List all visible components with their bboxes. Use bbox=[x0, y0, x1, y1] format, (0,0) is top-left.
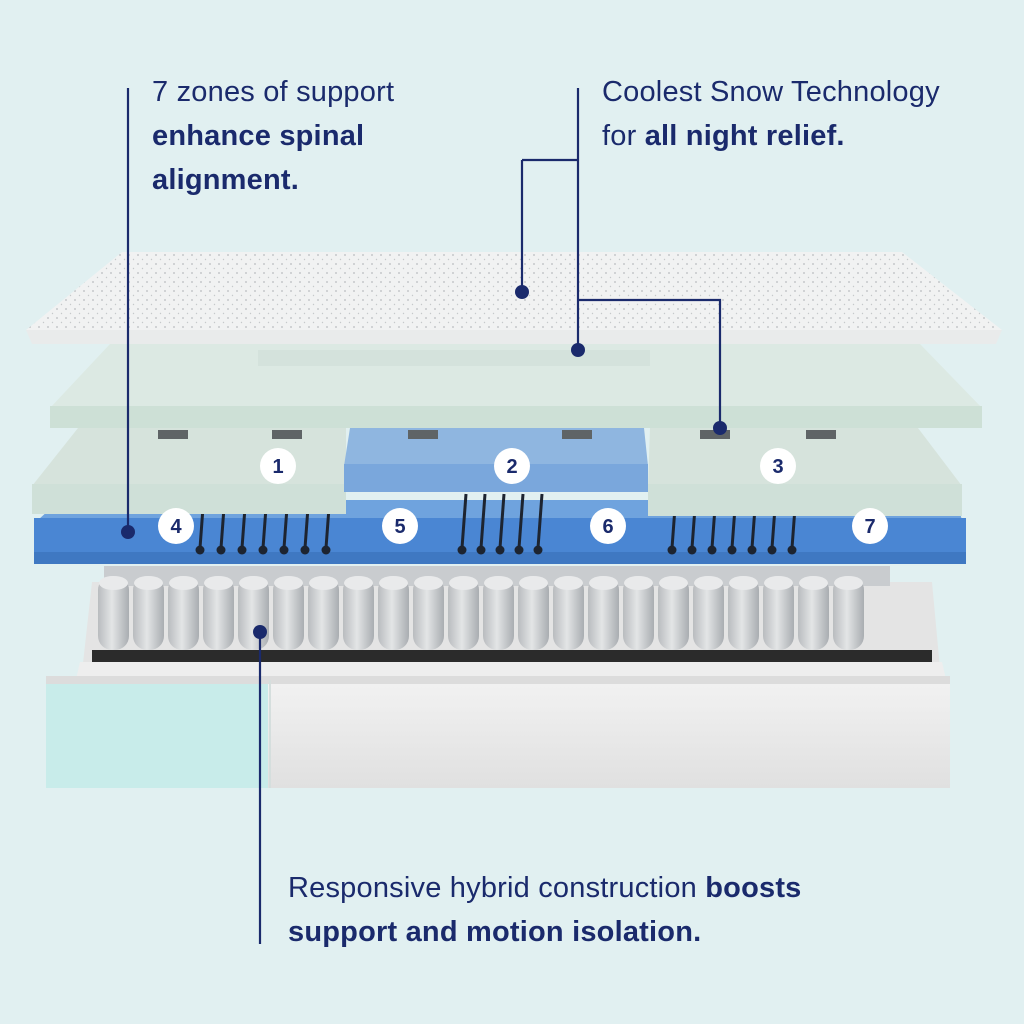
support-pin bbox=[495, 493, 506, 555]
zone-number: 5 bbox=[394, 516, 405, 538]
coil bbox=[378, 576, 409, 650]
coils-dot bbox=[253, 625, 267, 639]
cooling-callout-bold: all night relief. bbox=[644, 120, 845, 152]
zone-badge-1: 1 bbox=[260, 448, 296, 484]
hybrid-callout-bold2: support and motion isolation. bbox=[288, 916, 702, 948]
support-pin bbox=[476, 493, 487, 555]
coil bbox=[833, 576, 864, 650]
cooling-callout: Coolest Snow Technology for all night re… bbox=[602, 70, 1002, 158]
coil bbox=[98, 576, 129, 650]
zones-dot bbox=[121, 525, 135, 539]
coil bbox=[238, 576, 269, 650]
base-side-knit bbox=[268, 680, 950, 788]
coil bbox=[413, 576, 444, 650]
coil bbox=[483, 576, 514, 650]
cooling-callout-line1: Coolest Snow Technology bbox=[602, 76, 940, 108]
zone-number: 3 bbox=[772, 456, 783, 478]
support-pin bbox=[457, 493, 468, 555]
coil bbox=[763, 576, 794, 650]
base-side-gel bbox=[46, 680, 272, 788]
zone-number: 1 bbox=[272, 456, 283, 478]
coil bbox=[448, 576, 479, 650]
cooling-callout-prefix: for bbox=[602, 120, 645, 152]
coil bbox=[728, 576, 759, 650]
zones-callout-bold2: alignment. bbox=[152, 164, 300, 196]
zone-badge-2: 2 bbox=[494, 448, 530, 484]
zone-number: 4 bbox=[170, 516, 182, 538]
coil bbox=[308, 576, 339, 650]
coil bbox=[623, 576, 654, 650]
support-pin bbox=[533, 493, 544, 555]
zoned-dot bbox=[713, 421, 727, 435]
hybrid-callout: Responsive hybrid construction boosts su… bbox=[288, 866, 928, 954]
zones-callout-bold1: enhance spinal bbox=[152, 120, 365, 152]
comfort-dot bbox=[571, 343, 585, 357]
coil bbox=[133, 576, 164, 650]
coil bbox=[203, 576, 234, 650]
coil bbox=[798, 576, 829, 650]
zone-number: 6 bbox=[602, 516, 613, 538]
zone-badge-6: 6 bbox=[590, 508, 626, 544]
callout-dots bbox=[121, 285, 727, 639]
zone-badge-3: 3 bbox=[760, 448, 796, 484]
cover-dot bbox=[515, 285, 529, 299]
zone-number: 2 bbox=[506, 456, 517, 478]
coil bbox=[343, 576, 374, 650]
foam-leader-line bbox=[578, 298, 722, 430]
zone-number: 7 bbox=[864, 516, 875, 538]
coil bbox=[588, 576, 619, 650]
coil bbox=[273, 576, 304, 650]
zone-badge-4: 4 bbox=[158, 508, 194, 544]
comfort-foam-layer bbox=[50, 344, 982, 428]
zone-badges: 1 2 3 4 5 6 7 bbox=[158, 448, 888, 544]
coil bbox=[553, 576, 584, 650]
hybrid-callout-prefix: Responsive hybrid construction bbox=[288, 872, 706, 904]
support-pins bbox=[195, 493, 798, 555]
cover-layer bbox=[26, 252, 1002, 344]
coil bbox=[658, 576, 689, 650]
coil bbox=[168, 576, 199, 650]
zones-callout-line1: 7 zones of support bbox=[152, 76, 395, 108]
pocket-coils bbox=[98, 566, 890, 650]
zone-badge-7: 7 bbox=[852, 508, 888, 544]
support-pin bbox=[514, 493, 525, 555]
callout-leaders bbox=[126, 88, 722, 944]
zone-badge-5: 5 bbox=[382, 508, 418, 544]
coil bbox=[518, 576, 549, 650]
hybrid-callout-bold1: boosts bbox=[705, 872, 802, 904]
zones-callout: 7 zones of support enhance spinal alignm… bbox=[152, 70, 512, 202]
coil bbox=[693, 576, 724, 650]
